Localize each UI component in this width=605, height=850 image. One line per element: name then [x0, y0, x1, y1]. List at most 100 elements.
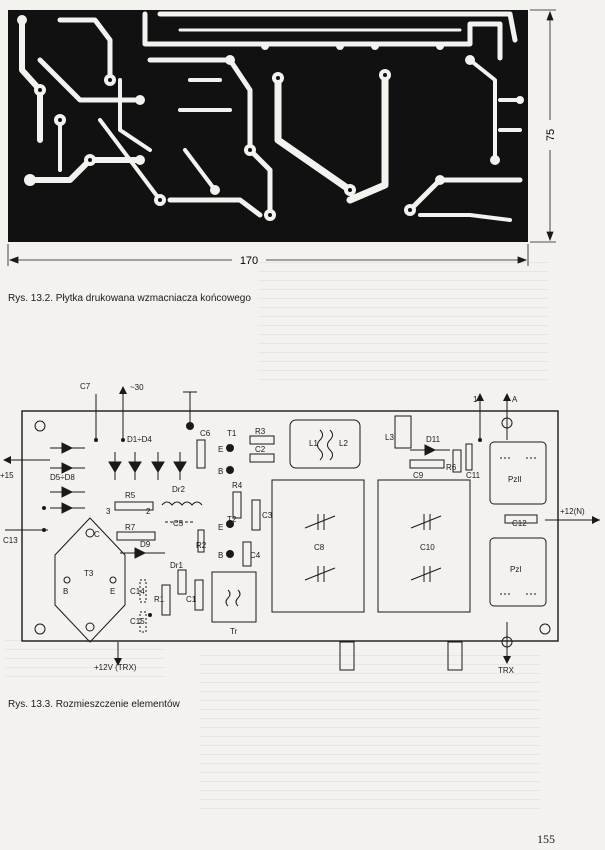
label-d9: D9: [140, 540, 151, 549]
capacitor-c1: [194, 579, 204, 611]
label-d11: D11: [426, 435, 441, 444]
transformer-winding: [225, 589, 231, 607]
label-c3: C3: [262, 511, 273, 520]
trimmer-c8: [271, 479, 365, 613]
label-b3: B: [63, 587, 68, 596]
label-plus12trx: +12V (TRX): [94, 663, 137, 672]
trimmer-c10-symbols: [410, 514, 442, 582]
bleed-through-text: [258, 262, 548, 382]
pcb-pads: [17, 15, 524, 221]
resistor-r6: [452, 449, 462, 473]
mounting-hole: [34, 420, 46, 432]
terminals: [42, 422, 482, 617]
label-c11: C11: [466, 471, 481, 480]
label-r4: R4: [232, 481, 243, 490]
capacitor-c14: [139, 579, 147, 603]
label-t3: T3: [84, 569, 94, 578]
label-ac30: ~30: [130, 383, 144, 392]
label-r1: R1: [154, 595, 165, 604]
label-c: C: [94, 530, 100, 539]
label-e3: E: [110, 587, 115, 596]
label-dr1: Dr1: [170, 561, 183, 570]
capacitor-c3: [251, 499, 261, 531]
label-b2: B: [218, 551, 223, 560]
label-c10: C10: [420, 543, 435, 552]
label-d1d4: D1÷D4: [127, 435, 152, 444]
relay-pz2: [489, 441, 547, 505]
layout-figure: C7 ~30 D1÷D4 C6 T1 E B R3 C2 L1 L2 L3 D1…: [0, 382, 600, 675]
label-c7: C7: [80, 382, 91, 391]
capacitor-c9: [409, 459, 445, 469]
capacitor-c6: [196, 439, 206, 469]
page-number: 155: [537, 832, 555, 846]
label-c9: C9: [413, 471, 424, 480]
transformer-tr: [211, 571, 257, 623]
trimmer-c10: [377, 479, 471, 613]
label-2: 2: [146, 507, 151, 516]
label-c14: C14: [130, 587, 145, 596]
label-c5: C5: [173, 519, 184, 528]
transistor-t3: [54, 517, 126, 643]
label-pz2: PzII: [508, 475, 522, 484]
label-r2: R2: [196, 541, 207, 550]
capacitor-c2: [249, 453, 275, 463]
pcb-figure: 170 75: [7, 9, 557, 267]
label-c8: C8: [314, 543, 325, 552]
label-t1: T1: [227, 429, 237, 438]
pcb-traces: [19, 11, 523, 222]
trimmer-c8-symbols: [304, 514, 336, 582]
label-d5d8: D5÷D8: [50, 473, 75, 482]
figure-caption-13-3: Rys. 13.3. Rozmieszczenie elementów: [8, 699, 180, 710]
label-r3: R3: [255, 427, 266, 436]
pcb-holes: [38, 73, 412, 217]
coil-l2: [327, 429, 333, 461]
label-e1: E: [218, 445, 223, 454]
relay-pz1: [489, 537, 547, 607]
resistor-r7: [116, 531, 156, 541]
label-r5: R5: [125, 491, 136, 500]
label-tr: Tr: [230, 627, 238, 636]
bleed-through-text: [200, 655, 540, 815]
label-c15: C15: [130, 617, 145, 626]
capacitor-c4: [242, 541, 252, 567]
trimmer-c8-shaft: [339, 641, 355, 671]
resistor-r3: [249, 435, 275, 445]
label-r7: R7: [125, 523, 136, 532]
coil-l1-l2: [289, 419, 361, 469]
label-l1: L1: [309, 439, 318, 448]
coil-l3: [394, 415, 412, 449]
label-l2: L2: [339, 439, 348, 448]
label-c1: C1: [186, 595, 197, 604]
coil-l1: [317, 429, 323, 461]
resistor-r2: [197, 529, 205, 553]
choke-dr2: [161, 501, 203, 506]
mounting-hole: [539, 623, 551, 635]
capacitor-c12: [504, 514, 538, 524]
board-outline: [21, 410, 559, 642]
bleed-through-text: [5, 640, 165, 680]
label-c4: C4: [250, 551, 261, 560]
label-e2: E: [218, 523, 223, 532]
label-c12: C12: [512, 519, 527, 528]
label-1: 1: [473, 395, 478, 404]
label-trx: TRX: [498, 666, 515, 675]
label-t2: T2: [227, 515, 237, 524]
resistor-r4: [232, 491, 242, 519]
diode-d9: [134, 547, 147, 559]
diode-d11: [424, 444, 437, 456]
label-c13: C13: [3, 536, 18, 545]
figure-caption-13-2: Rys. 13.2. Płytka drukowana wzmacniacza …: [8, 293, 251, 304]
capacitor-c15: [139, 611, 147, 633]
mounting-hole: [34, 623, 46, 635]
resistor-r1: [161, 584, 171, 616]
label-3: 3: [106, 507, 111, 516]
label-c2: C2: [255, 445, 266, 454]
choke-dr1: [177, 569, 187, 595]
dimension-width: [7, 244, 529, 266]
label-b1: B: [218, 467, 223, 476]
trimmer-c10-shaft: [447, 641, 463, 671]
diodes-d5-d8: [50, 442, 85, 514]
label-l3: L3: [385, 433, 394, 442]
label-plus15: +15: [0, 471, 14, 480]
capacitor-c11: [465, 443, 473, 471]
